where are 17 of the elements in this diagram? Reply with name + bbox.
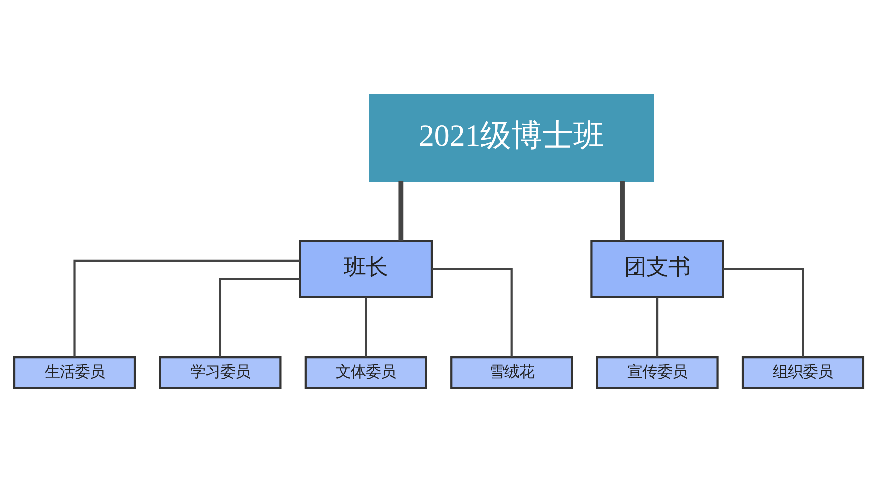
node-box: 学习委员: [159, 356, 282, 390]
node-box: 2021级博士班: [369, 94, 654, 182]
connector: [74, 260, 300, 358]
node-box: 宣传委员: [596, 356, 719, 390]
node-box: 组织委员: [742, 356, 865, 390]
node-box: 团支书: [590, 240, 724, 298]
connector: [219, 278, 300, 358]
connector: [724, 268, 804, 358]
node-box: 文体委员: [304, 356, 428, 390]
connector: [365, 298, 368, 358]
connector: [656, 298, 659, 358]
connector: [620, 181, 625, 242]
node-box: 雪绒花: [450, 356, 574, 390]
connector: [432, 268, 513, 358]
node-box: 生活委员: [13, 356, 136, 390]
connector: [398, 181, 404, 242]
node-box: 班长: [299, 240, 434, 298]
